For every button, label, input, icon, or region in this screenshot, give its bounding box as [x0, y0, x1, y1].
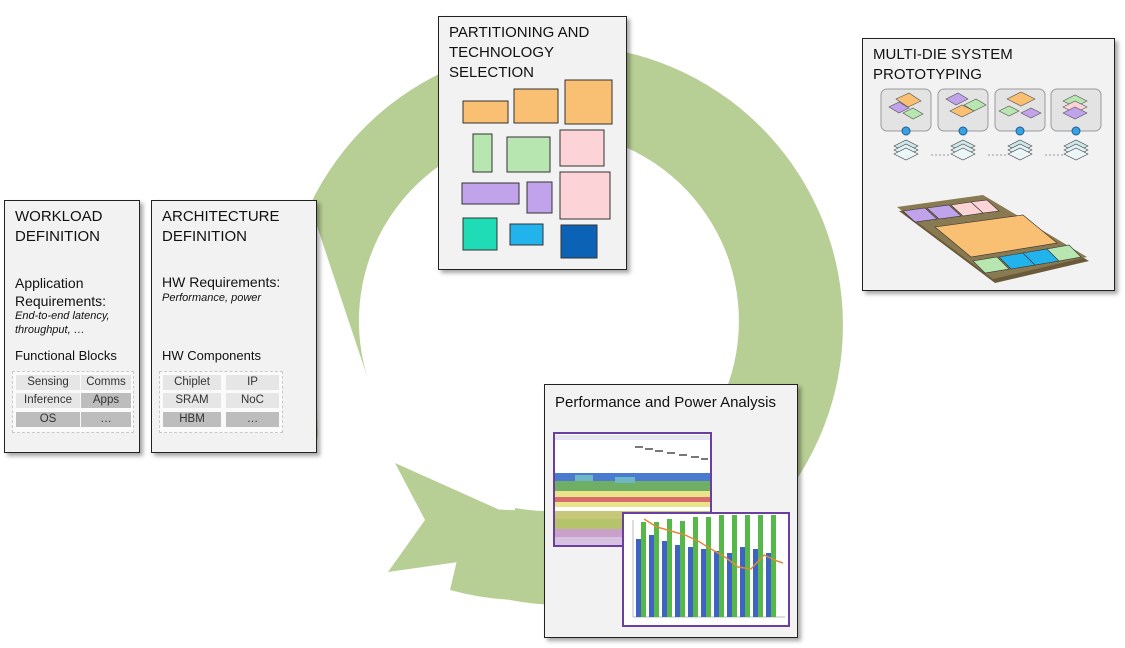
- thumb-bar-green: [693, 517, 698, 617]
- block-orange-1: [462, 100, 509, 124]
- prototyping-card: MULTI-DIE SYSTEM PROTOTYPING: [862, 38, 1115, 291]
- bar-chart-window: [622, 512, 790, 627]
- app-requirements-detail: End-to-end latency, throughput, …: [15, 310, 110, 336]
- block-apps: Apps: [81, 393, 131, 408]
- workload-title: WORKLOAD DEFINITION: [15, 208, 103, 245]
- block-more: …: [81, 412, 131, 427]
- prototyping-title: MULTI-DIE SYSTEM PROTOTYPING: [873, 46, 1013, 83]
- partitioning-title: PARTITIONING AND TECHNOLOGY SELECTION: [449, 24, 590, 81]
- thumb-bar-blue: [753, 549, 758, 617]
- thumb-bar-green: [641, 522, 646, 617]
- hw-requirements-label: HW Requirements:: [162, 274, 281, 290]
- block-teal: [462, 217, 498, 251]
- thumb-bar-green: [745, 515, 750, 617]
- stage-d: [1050, 88, 1102, 161]
- architecture-title: ARCHITECTURE DEFINITION: [162, 208, 280, 245]
- component-more: …: [226, 412, 279, 427]
- partition-blocks: [461, 79, 613, 259]
- thumb-bar-green: [771, 515, 776, 617]
- stage-c: [994, 88, 1046, 161]
- analysis-thumbnails: [553, 432, 790, 627]
- block-cyan: [509, 223, 544, 246]
- hw-components-grid: Chiplet IP SRAM NoC HBM …: [159, 371, 283, 433]
- partitioning-card: PARTITIONING AND TECHNOLOGY SELECTION: [438, 16, 627, 270]
- component-hbm: HBM: [163, 412, 221, 427]
- thumb-bar-blue: [649, 535, 654, 617]
- thumb-bar-green: [654, 522, 659, 617]
- block-orange-3: [564, 79, 613, 125]
- block-purple-2: [526, 181, 553, 214]
- analysis-title: Performance and Power Analysis: [555, 394, 776, 411]
- prototyping-illustration: [880, 88, 1102, 283]
- app-requirements-label: Application Requirements:: [15, 275, 107, 309]
- workload-definition-card: WORKLOAD DEFINITION Application Requirem…: [4, 200, 140, 453]
- thumb-bar-blue: [675, 545, 680, 617]
- component-sram: SRAM: [163, 393, 221, 408]
- thumb-bar-blue: [688, 547, 693, 617]
- hw-components-label: HW Components: [162, 348, 261, 363]
- thumb-bar-green: [719, 515, 724, 617]
- thumb-bar-blue: [727, 553, 732, 617]
- stage-a: [880, 88, 932, 161]
- block-purple-1: [461, 182, 520, 205]
- component-chiplet: Chiplet: [163, 375, 221, 390]
- thumb-bar-blue: [636, 539, 641, 617]
- thumb-bar-blue: [714, 551, 719, 617]
- thumb-bar-green: [758, 515, 763, 617]
- block-inference: Inference: [16, 393, 80, 408]
- thumb-bar-blue: [740, 547, 745, 617]
- functional-blocks-grid: Sensing Comms Inference Apps OS …: [12, 371, 134, 433]
- package-3d: [897, 195, 1089, 283]
- block-blue: [560, 224, 598, 259]
- architecture-definition-card: ARCHITECTURE DEFINITION HW Requirements:…: [151, 200, 317, 453]
- block-sensing: Sensing: [16, 375, 80, 390]
- thumb-bar-green: [667, 519, 672, 617]
- block-green-2: [506, 136, 551, 173]
- block-green-1: [472, 133, 493, 173]
- block-pink-1: [559, 129, 605, 167]
- thumb-bar-blue: [701, 549, 706, 617]
- functional-blocks-label: Functional Blocks: [15, 348, 117, 363]
- thumb-bar-green: [732, 515, 737, 617]
- block-os: OS: [16, 412, 80, 427]
- component-noc: NoC: [226, 393, 279, 408]
- thumb-bar-blue: [662, 541, 667, 617]
- thumb-bar-green: [706, 517, 711, 617]
- analysis-card: Performance and Power Analysis: [544, 384, 798, 638]
- hw-requirements-detail: Performance, power: [162, 292, 262, 304]
- thumb-bar-green: [680, 521, 685, 617]
- block-orange-2: [513, 88, 559, 124]
- stage-b: [937, 88, 989, 161]
- thumb-bar-blue: [766, 553, 771, 617]
- block-pink-2: [559, 171, 611, 220]
- component-ip: IP: [226, 375, 279, 390]
- block-comms: Comms: [81, 375, 131, 390]
